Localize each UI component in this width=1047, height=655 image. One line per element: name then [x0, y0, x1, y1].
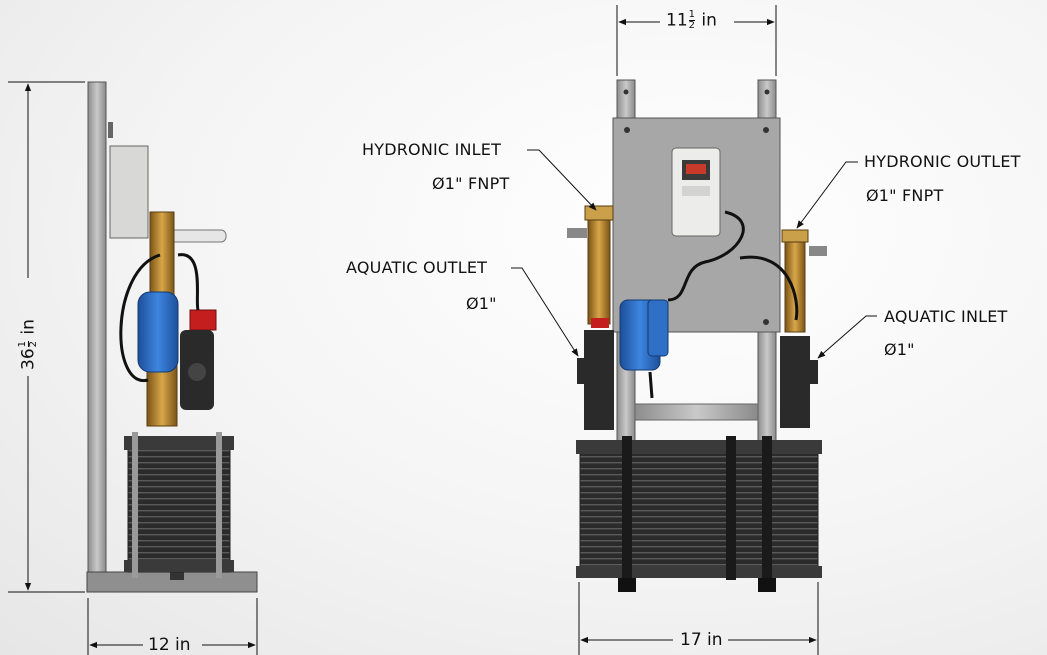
dimension-lines	[8, 5, 819, 655]
label-aquatic-outlet: AQUATIC OUTLET	[346, 258, 488, 277]
label-hydronic-outlet-size: Ø1" FNPT	[866, 186, 944, 205]
callout-leaders	[511, 149, 877, 359]
front-heat-exchanger	[579, 447, 819, 571]
dimension-base-width: 17 in	[680, 630, 723, 650]
dimension-side-width: 12 in	[148, 635, 191, 655]
front-crossbar	[634, 403, 759, 421]
front-view	[567, 79, 827, 592]
label-aquatic-outlet-size: Ø1"	[466, 294, 497, 313]
label-hydronic-inlet: HYDRONIC INLET	[362, 140, 502, 159]
front-brass-left	[587, 211, 611, 325]
side-red-handle	[189, 309, 217, 331]
side-heat-exchanger	[127, 439, 231, 573]
label-hydronic-outlet: HYDRONIC OUTLET	[864, 152, 1021, 171]
side-control-box	[109, 145, 149, 239]
label-hydronic-inlet-size: Ø1" FNPT	[432, 174, 510, 193]
side-pump	[137, 291, 179, 373]
side-upright	[87, 81, 107, 575]
label-aquatic-inlet: AQUATIC INLET	[884, 307, 1008, 326]
side-view	[86, 81, 258, 593]
label-aquatic-inlet-size: Ø1"	[884, 340, 915, 359]
